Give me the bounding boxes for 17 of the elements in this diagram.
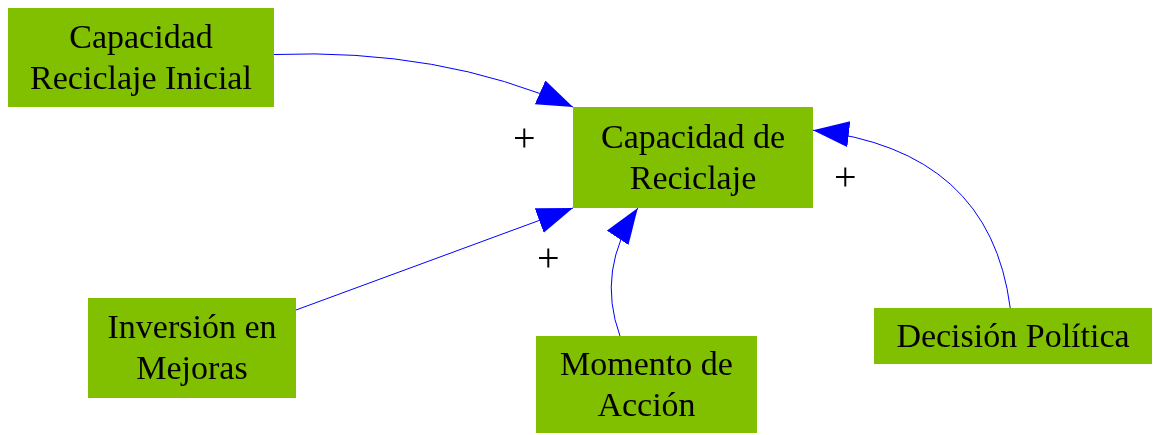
polarity-sign: + xyxy=(537,238,560,278)
arrow xyxy=(812,122,1011,309)
variable-box xyxy=(8,8,274,107)
variable-box xyxy=(536,336,757,433)
arrow xyxy=(295,207,574,311)
node-label: Decisión Política xyxy=(896,315,1130,356)
arrow xyxy=(607,207,639,337)
node-label: Capacidad Reciclaje Inicial xyxy=(29,16,253,98)
variable-box xyxy=(573,107,813,208)
arrow xyxy=(273,53,574,108)
variable-box xyxy=(88,298,296,398)
node-label: Momento de Acción xyxy=(559,343,734,425)
node-label: Inversión en Mejoras xyxy=(106,307,278,388)
variable-box xyxy=(874,308,1152,364)
polarity-sign: + xyxy=(834,157,857,197)
node-label: Capacidad de Reciclaje xyxy=(599,116,787,198)
polarity-sign: + xyxy=(513,118,536,158)
